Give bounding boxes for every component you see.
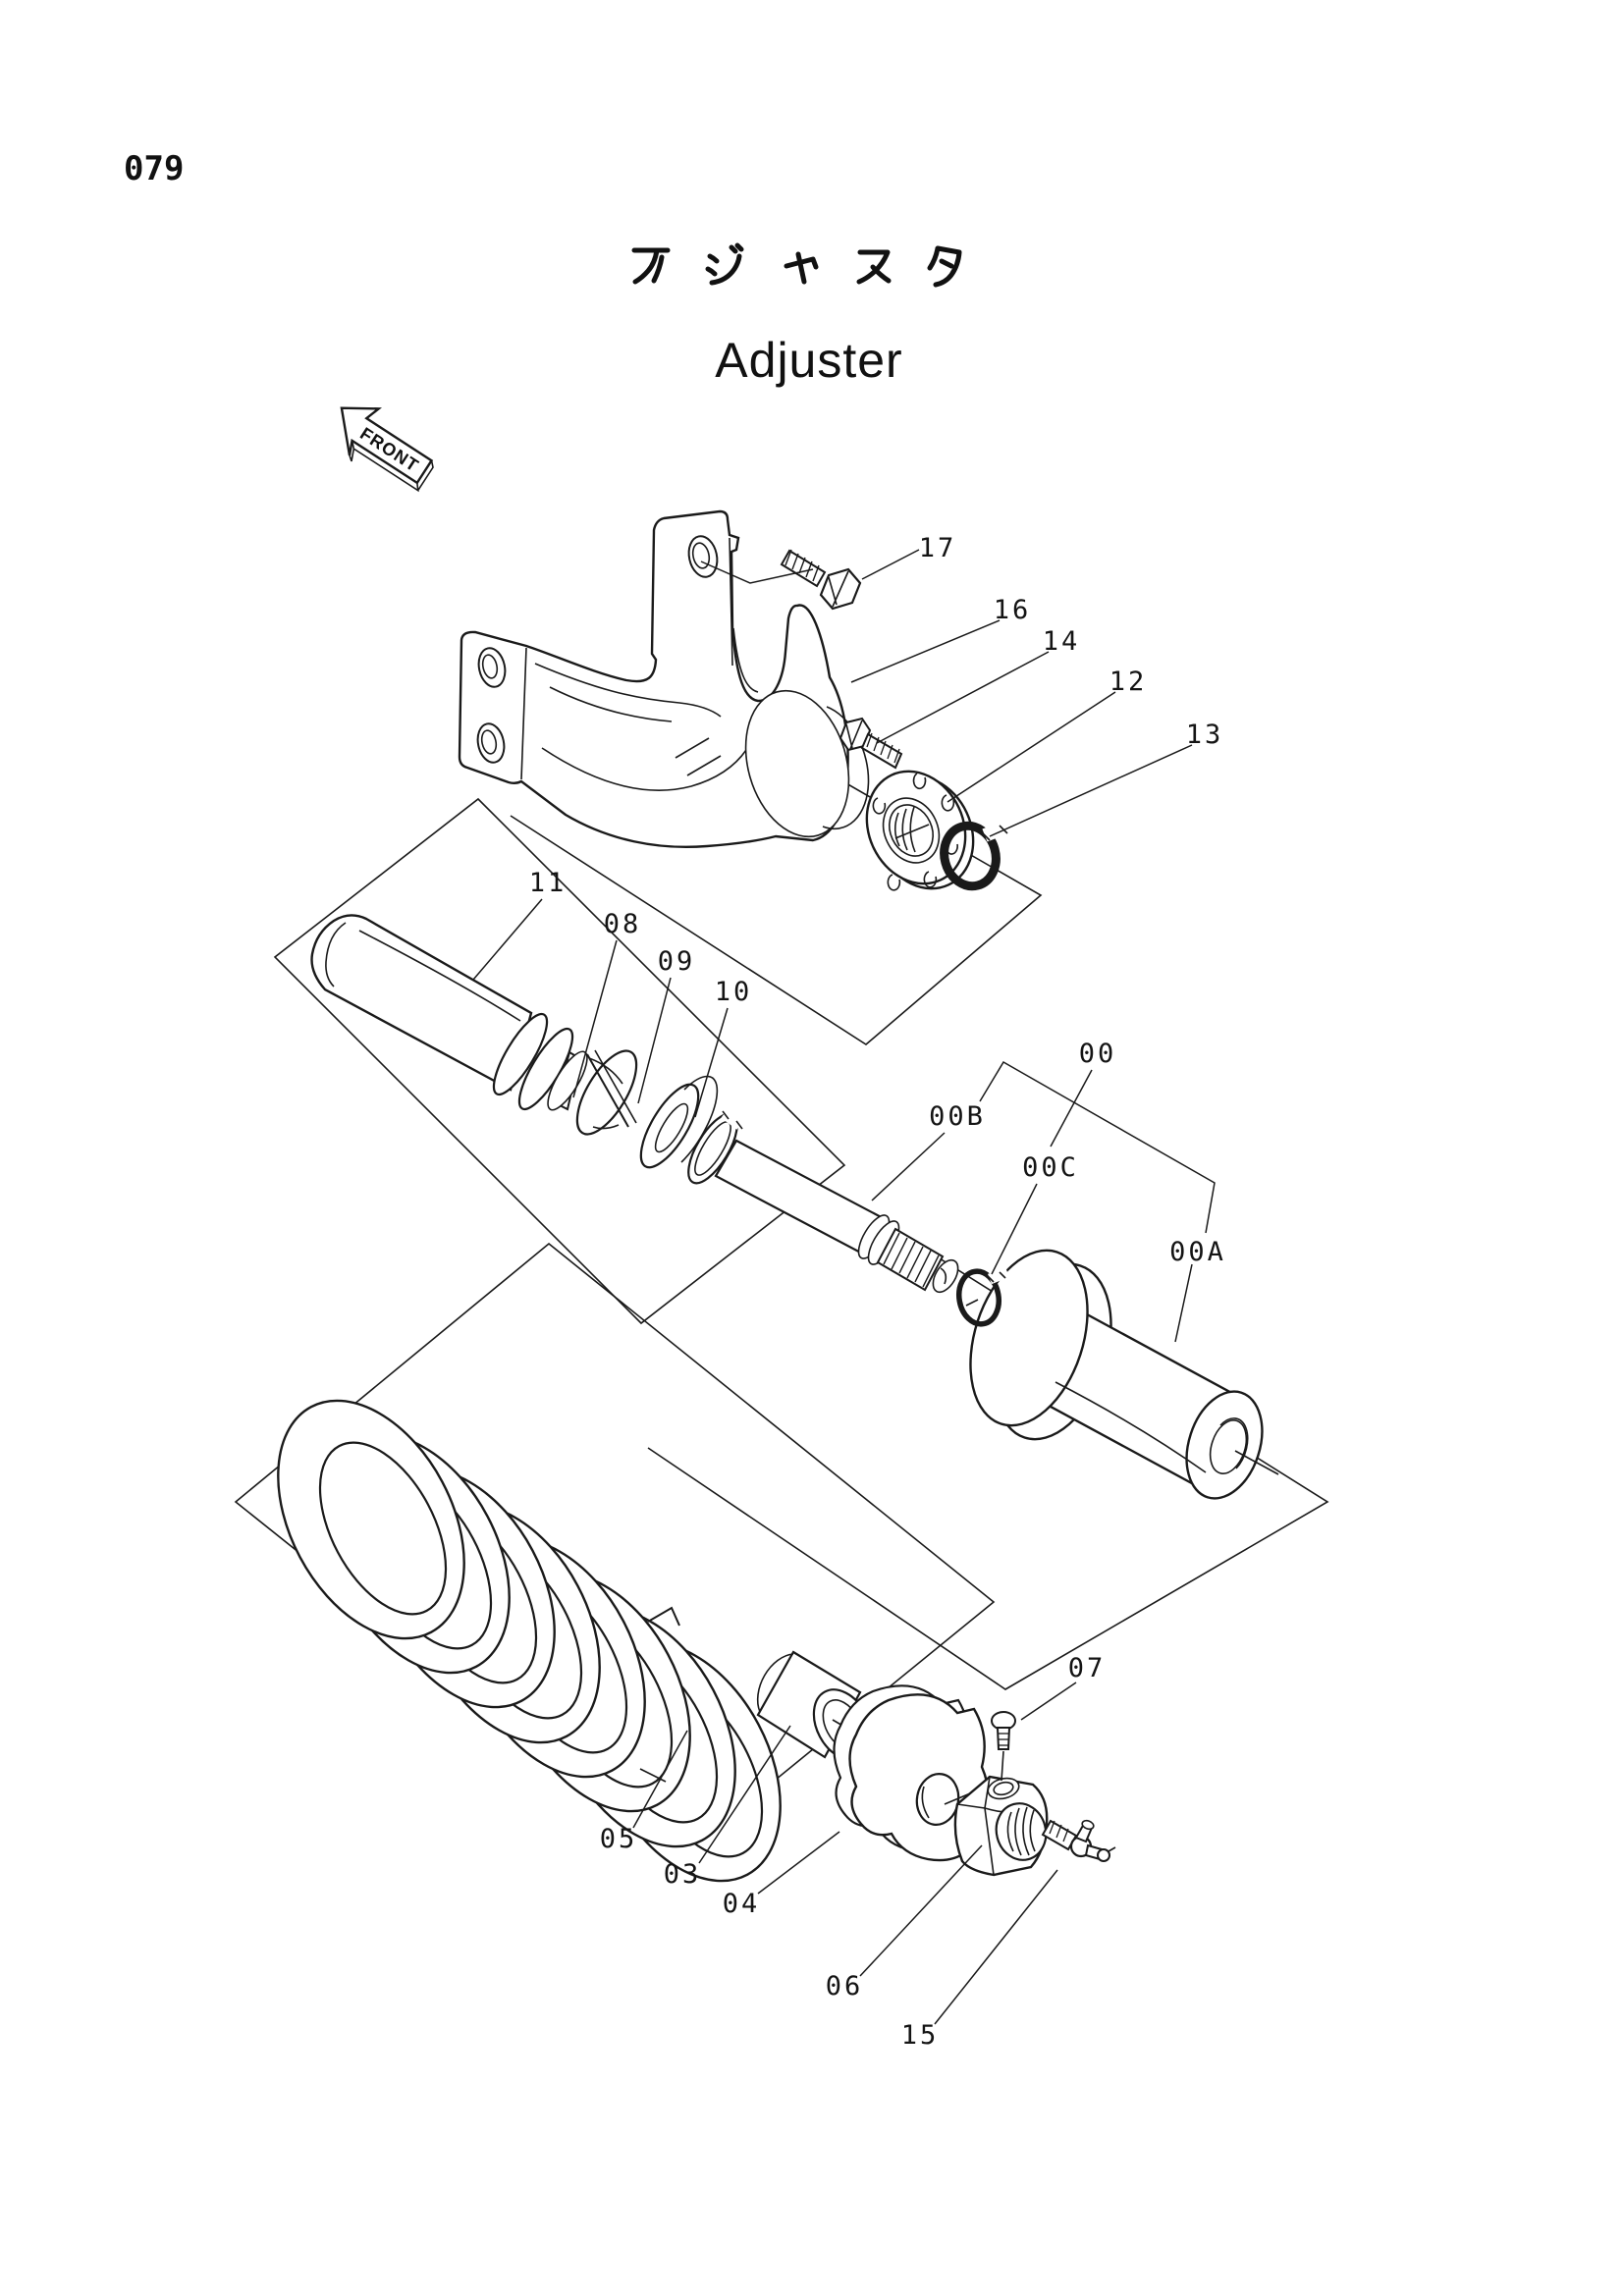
callout-03: 03 (664, 1859, 702, 1890)
title-japanese-strokes (631, 242, 962, 288)
callout-07: 07 (1068, 1653, 1107, 1683)
part-rod-11 (310, 914, 588, 1111)
part-spring-seat-plate-04 (833, 1684, 990, 1862)
leader-09 (637, 977, 672, 1104)
callout-14: 14 (1043, 626, 1081, 657)
callout-08: 08 (604, 909, 642, 939)
part-snap-ring-00C (956, 1266, 1009, 1327)
leader-05 (632, 1730, 688, 1829)
leader-11 (472, 898, 543, 981)
part-split-bushing-08 (575, 1049, 638, 1136)
callout-04: 04 (723, 1889, 761, 1919)
leader-12 (947, 691, 1116, 803)
panel-rod-group (273, 797, 846, 1325)
leader-00B (871, 1132, 946, 1201)
callout-00A: 00A (1169, 1237, 1226, 1267)
part-plug-screw-07 (991, 1711, 1016, 1782)
leader-03 (698, 1725, 791, 1864)
part-bolt-14 (839, 717, 903, 770)
part-piston-rod-00B (714, 1139, 959, 1294)
callout-11: 11 (529, 868, 568, 898)
leader-00 (1050, 1069, 1093, 1148)
part-cylinder-body-00A (969, 1249, 1279, 1500)
leader-00C (991, 1183, 1038, 1275)
title-english: Adjuster (715, 333, 902, 388)
page-number: 079 (124, 149, 184, 188)
callout-00C: 00C (1022, 1152, 1079, 1183)
front-direction-arrow: FRONT (340, 406, 434, 493)
leader-13 (989, 744, 1193, 837)
leader-16 (850, 619, 1001, 683)
leader-00-bracket (979, 1060, 1216, 1234)
leader-07 (1020, 1682, 1077, 1721)
leader-15 (934, 1869, 1058, 2025)
part-grease-fitting-15 (1041, 1819, 1116, 1862)
callout-09: 09 (658, 946, 696, 977)
part-spring-05 (239, 1367, 820, 1914)
leader-lines (472, 549, 1216, 2025)
callout-17: 17 (919, 533, 957, 563)
leader-04 (757, 1831, 840, 1895)
callout-16: 16 (994, 595, 1032, 625)
callout-00: 00 (1079, 1039, 1117, 1069)
callout-10: 10 (715, 977, 753, 1007)
part-yoke-bracket-16 (458, 509, 870, 849)
callout-13: 13 (1186, 720, 1224, 750)
callout-labels: 17 16 14 12 13 11 08 09 10 00 00B 00C 00… (529, 533, 1226, 2051)
leader-14 (876, 651, 1050, 744)
callout-00B: 00B (929, 1101, 986, 1132)
part-bolt-17 (780, 549, 862, 611)
callout-15: 15 (901, 2020, 940, 2051)
leader-17 (861, 549, 920, 580)
leader-10 (694, 1007, 729, 1118)
leader-06 (859, 1844, 983, 1977)
callout-05: 05 (600, 1824, 638, 1854)
part-retaining-ring-10 (687, 1108, 744, 1185)
part-seal-ring-09 (639, 1075, 719, 1169)
leader-08 (572, 939, 618, 1098)
leader-00A (1174, 1263, 1193, 1343)
callout-06: 06 (826, 1971, 864, 2002)
callout-12: 12 (1109, 667, 1148, 697)
leader-bolt17-hole (700, 561, 814, 584)
